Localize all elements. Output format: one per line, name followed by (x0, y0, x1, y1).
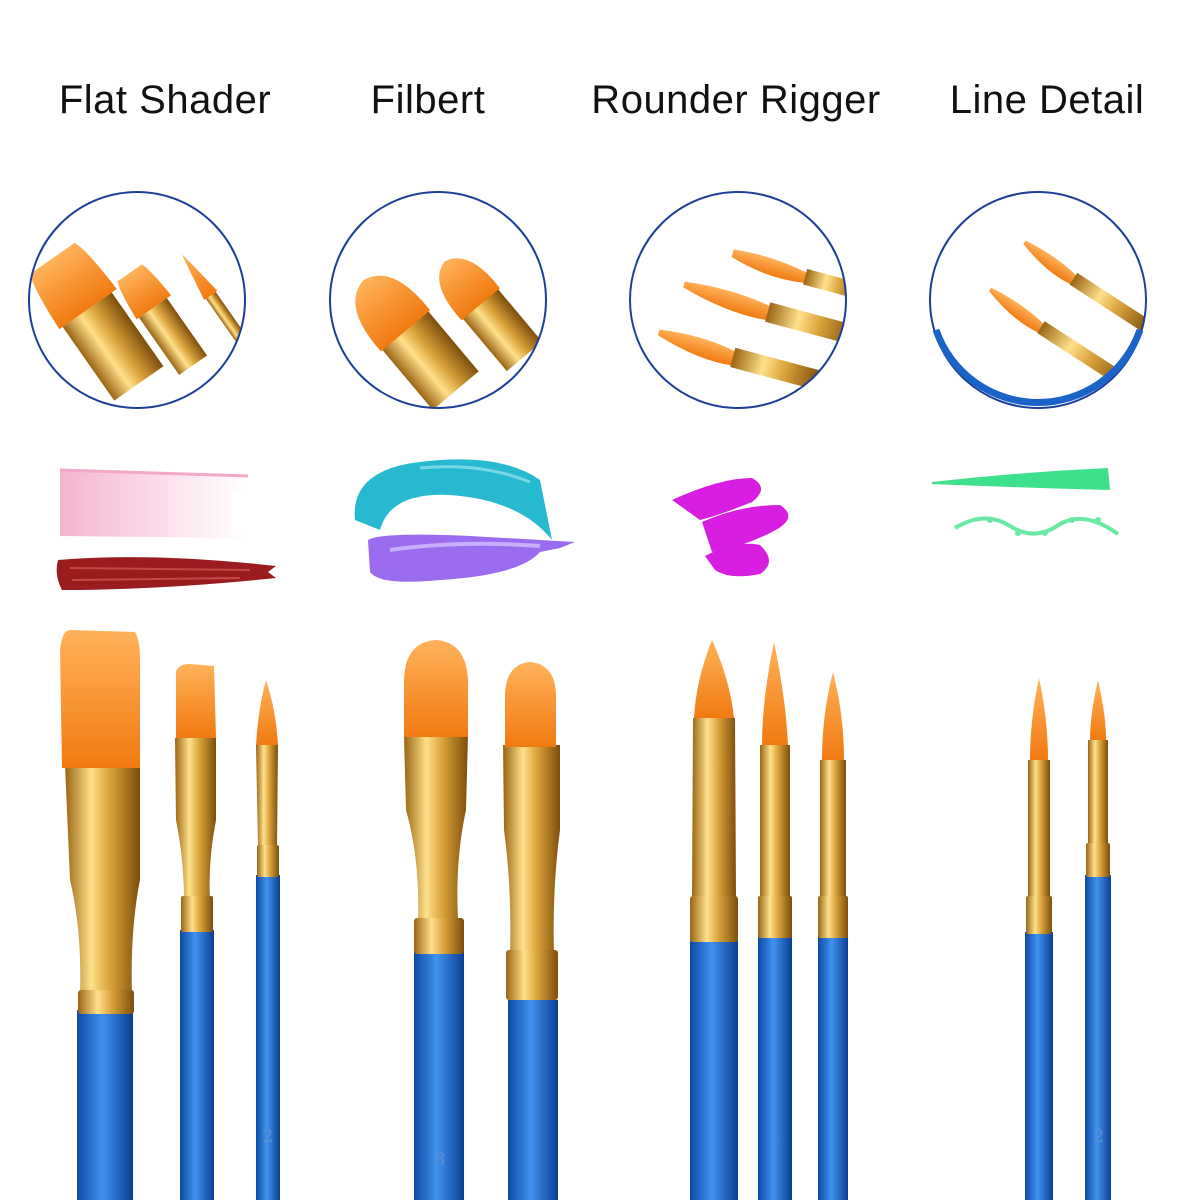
zoom-circle-flat-shader (28, 191, 246, 409)
title-filbert: Filbert (370, 78, 486, 122)
brush-flat-large (60, 630, 140, 1200)
zoom-circle-rounder-rigger (629, 191, 847, 409)
paint-stroke-green-line (932, 468, 1110, 490)
zoom-circle-filbert (329, 191, 547, 409)
title-flat-shader: Flat Shader (58, 78, 272, 122)
brush-round-small-1: 2 (256, 680, 280, 1200)
paint-stroke-pink (59, 468, 249, 538)
paint-stroke-green-wave (953, 516, 1120, 536)
brush-rigger-2 (758, 642, 792, 1200)
brush-filbert-medium: 8 (434, 662, 560, 1200)
paint-stroke-magenta (672, 478, 789, 577)
title-rounder-rigger: Rounder Rigger (591, 78, 881, 122)
handle-number-2b: 2 (1093, 1126, 1104, 1147)
brush-rigger-1 (690, 640, 738, 1200)
handle-number-2: 2 (262, 1126, 273, 1147)
paint-stroke-purple (368, 534, 575, 582)
brush-flat-medium (175, 664, 216, 1200)
handle-number-8: 8 (434, 1149, 445, 1170)
paint-stroke-maroon (56, 557, 276, 590)
brush-rigger-3 (818, 672, 848, 1200)
brush-liner-2: 2 (1085, 680, 1111, 1200)
paint-stroke-teal (354, 459, 552, 540)
brush-liner-1 (1025, 678, 1053, 1200)
title-line-detail: Line Detail (949, 78, 1145, 122)
zoom-circle-line-detail (929, 191, 1147, 409)
brush-filbert-large (404, 640, 468, 1200)
